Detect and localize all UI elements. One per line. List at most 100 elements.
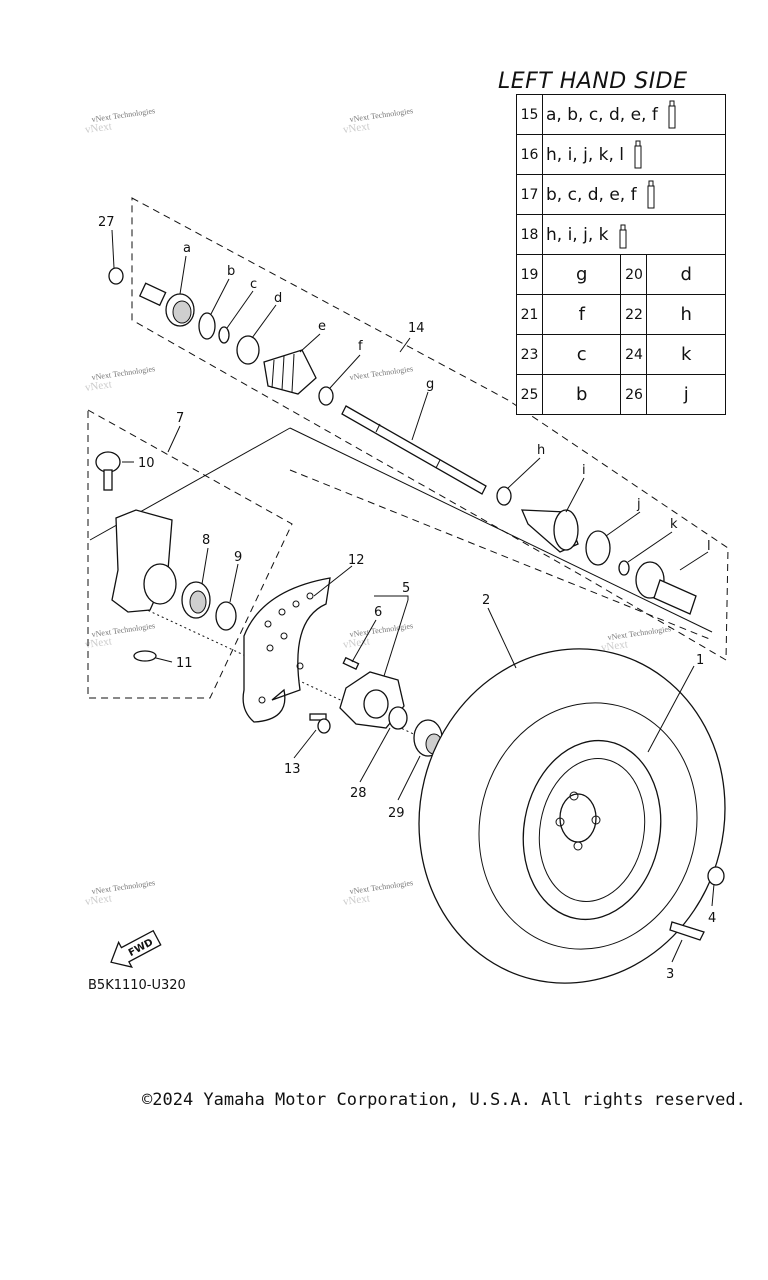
callout-28: 28: [350, 786, 367, 801]
wheel-nut-part-4: [707, 866, 725, 886]
single-item: c: [541, 334, 622, 375]
driveshaft-kit-boundary: [131, 197, 729, 661]
callout-10: 10: [138, 456, 155, 471]
callout-b: b: [227, 264, 235, 279]
kit-reference-table: 15 a, b, c, d, e, f 16 h, i, j, k, l 17 …: [516, 94, 726, 415]
svg-text:vNext Technologies: vNext Technologies: [607, 624, 672, 642]
callout-12: 12: [348, 553, 365, 568]
callout-l: l: [707, 539, 711, 554]
kit-items: h, i, j, k: [542, 214, 726, 255]
single-ref: 21: [516, 294, 543, 335]
svg-text:vNext: vNext: [84, 635, 112, 651]
circlip-part-k: [618, 560, 630, 576]
callout-a: a: [183, 241, 191, 256]
kit-items: h, i, j, k, l: [542, 134, 726, 175]
callout-9: 9: [234, 550, 242, 565]
copyright-notice: ©2024 Yamaha Motor Corporation, U.S.A. A…: [142, 1090, 746, 1110]
boot-band-part-f: [318, 386, 334, 406]
single-item: j: [646, 374, 726, 415]
driveshaft-kit-boundary-inner: [289, 469, 713, 641]
svg-text:vNext: vNext: [600, 638, 628, 654]
callout-4: 4: [708, 911, 716, 926]
callout-d: d: [274, 291, 282, 306]
svg-text:vNext Technologies: vNext Technologies: [349, 106, 414, 124]
callout-7: 7: [176, 411, 184, 426]
svg-text:vNext Technologies: vNext Technologies: [91, 621, 156, 639]
circlip-part-9: [215, 601, 237, 631]
callout-13: 13: [284, 762, 301, 777]
callout-27: 27: [98, 215, 115, 230]
svg-text:vNext: vNext: [84, 378, 112, 394]
outer-cv-joint-part-a: [138, 282, 195, 327]
kit-ref: 18: [516, 214, 543, 255]
svg-text:vNext Technologies: vNext Technologies: [91, 106, 156, 124]
bolt-part-13: [309, 713, 331, 734]
single-row: 25 b 26 j: [516, 374, 726, 415]
callout-k: k: [670, 517, 678, 532]
callout-14: 14: [408, 321, 425, 336]
ball-joint-part-10: [95, 451, 121, 491]
callout-11: 11: [176, 656, 193, 671]
kit-items: a, b, c, d, e, f: [542, 94, 726, 135]
kit-ref: 15: [516, 94, 543, 135]
kit-row: 18 h, i, j, k: [516, 214, 726, 255]
single-ref: 23: [516, 334, 543, 375]
kit-ref: 16: [516, 134, 543, 175]
circlip-part-c: [218, 326, 230, 344]
leader-lines: [111, 229, 715, 963]
drive-shaft-part-g: [341, 405, 487, 495]
single-ref: 26: [620, 374, 648, 415]
hub-bolt-part-6: [342, 656, 360, 670]
callout-29: 29: [388, 806, 405, 821]
callout-6: 6: [374, 605, 382, 620]
single-ref: 22: [620, 294, 648, 335]
boot-band-part-h: [496, 486, 512, 506]
outer-boot-part-e: [263, 349, 317, 395]
axle-centerline-2: [289, 427, 713, 633]
knuckle-kit-boundary: [87, 409, 293, 699]
svg-text:vNext Technologies: vNext Technologies: [91, 878, 156, 896]
single-row: 21 f 22 h: [516, 294, 726, 335]
grease-tube-small-icon: [619, 224, 627, 248]
single-item: b: [541, 374, 622, 415]
boot-band-part-j: [585, 530, 611, 566]
callout-3: 3: [666, 967, 674, 982]
single-item: f: [541, 294, 622, 335]
callout-1: 1: [696, 653, 704, 668]
single-ref: 24: [620, 334, 648, 375]
circlip-part-27: [108, 267, 124, 285]
callout-i: i: [582, 463, 586, 478]
kit-row: 17 b, c, d, e, f: [516, 174, 726, 215]
grease-tube-large-icon: [647, 180, 655, 208]
svg-text:vNext Technologies: vNext Technologies: [349, 621, 414, 639]
valve-part-3: [669, 921, 705, 941]
single-row: 23 c 24 k: [516, 334, 726, 375]
svg-text:vNext: vNext: [84, 120, 112, 136]
steering-knuckle: [111, 509, 177, 613]
svg-text:vNext: vNext: [342, 120, 370, 136]
wheel-rim-part-1: [522, 739, 662, 921]
callout-h: h: [537, 443, 545, 458]
callout-labels: 27 a b c d e f 14 g h i j k l 7 10 8 9 1…: [98, 215, 716, 982]
inner-cv-joint-part-l: [635, 561, 697, 615]
forward-direction-arrow-icon: FWD: [110, 929, 162, 969]
kit-row: 15 a, b, c, d, e, f: [516, 94, 726, 135]
grease-tube-large-icon: [668, 100, 676, 128]
svg-text:vNext Technologies: vNext Technologies: [349, 878, 414, 896]
wheel-axis-line: [129, 601, 711, 873]
single-item: d: [646, 254, 726, 295]
callout-8: 8: [202, 533, 210, 548]
diagram-code: B5K1110-U320: [88, 978, 186, 993]
kit-items: b, c, d, e, f: [542, 174, 726, 215]
o-ring-part-b: [198, 312, 216, 340]
svg-text:vNext: vNext: [342, 635, 370, 651]
inner-boot-part-i: [520, 509, 579, 553]
boot-band-part-d: [236, 335, 260, 365]
callout-g: g: [426, 377, 434, 392]
callout-5: 5: [402, 581, 410, 596]
single-row: 19 g 20 d: [516, 254, 726, 295]
svg-text:vNext: vNext: [342, 892, 370, 908]
callout-j: j: [636, 497, 641, 512]
grease-tube-large-icon: [634, 140, 642, 168]
